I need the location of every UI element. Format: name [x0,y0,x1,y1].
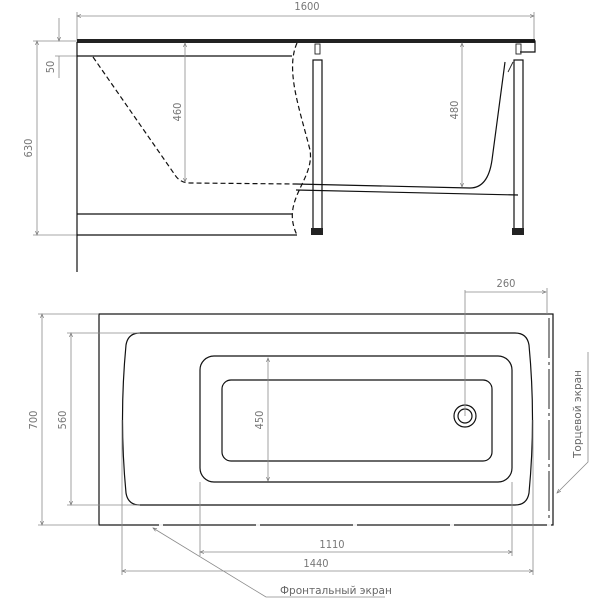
panel-break-line [291,42,312,236]
leg-right [507,43,524,235]
front-panel-label: Фронтальный экран [280,585,392,597]
dim-depth-right: 480 [448,101,461,120]
dim-bottom-length: 1110 [319,538,344,551]
dim-rim: 50 [44,61,57,74]
rim-contour [121,332,534,506]
hidden-basin-outline [92,56,297,185]
dim-height: 630 [22,139,35,158]
side-view: 1600 630 50 460 [22,0,536,272]
dim-depth-left: 460 [171,103,184,122]
dim-drain-offset: 260 [497,277,516,290]
basin-bottom [221,379,493,462]
leg-left [311,43,323,235]
dim-length: 1600 [294,0,319,13]
dim-rim-length: 1440 [303,557,328,570]
end-panel-label: Торцевой экран [572,370,584,459]
rim [77,39,535,43]
basin-contour [199,355,513,483]
outer-contour [98,313,554,526]
front-panel-leader [153,528,385,598]
dim-rim-width: 560 [56,411,69,430]
dim-width: 700 [27,411,40,430]
dim-bottom-width: 450 [253,411,266,430]
end-panel-leader [557,352,589,493]
top-view: 700 560 450 260 1110 1440 Фронтальный эк… [27,277,589,598]
